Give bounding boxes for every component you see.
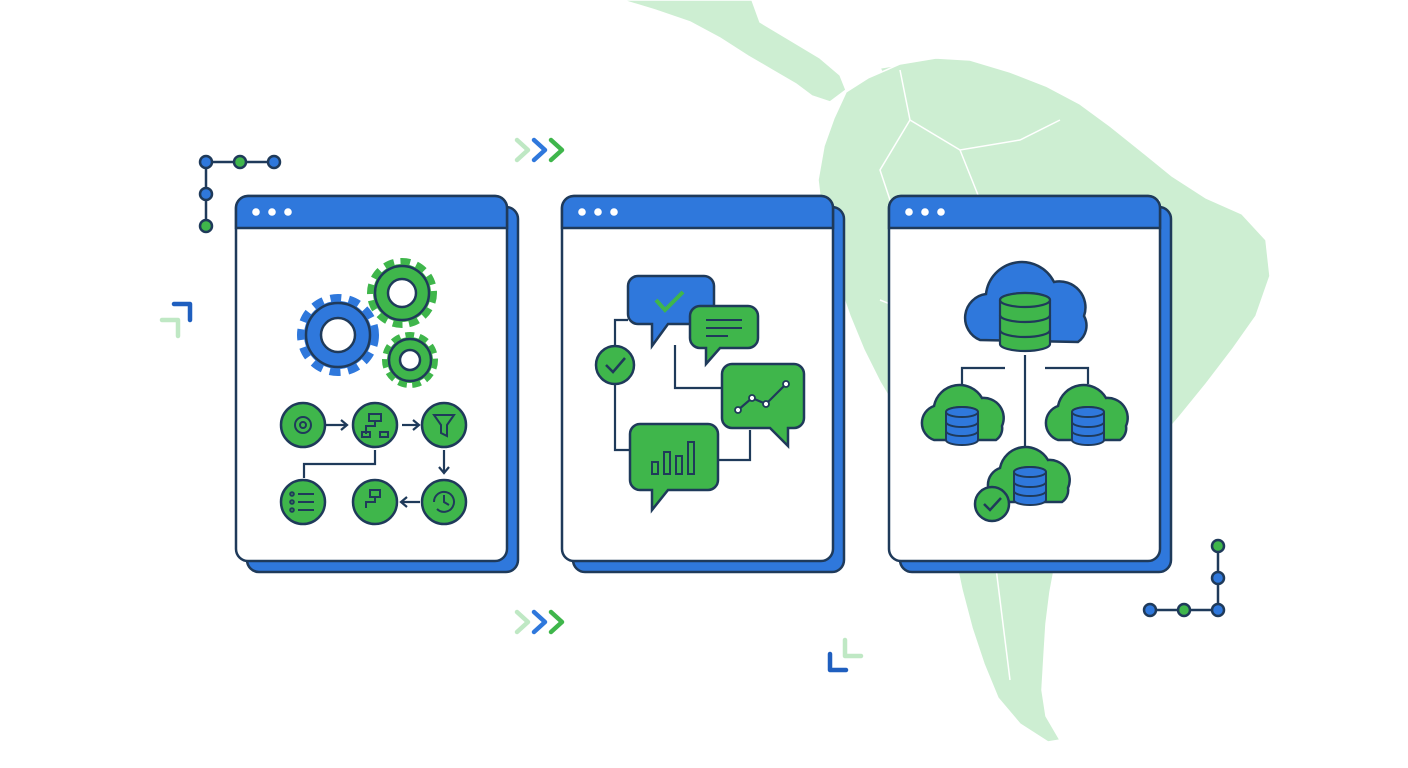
bar-chart-bubble-icon: [628, 422, 720, 514]
cloud-database-icon: [963, 260, 1088, 353]
node-connector-icon: [1142, 538, 1226, 618]
line-chart-bubble-icon: [720, 362, 806, 450]
cloud-database-icon: [1044, 383, 1129, 446]
workflow-diagram-icon: [279, 401, 468, 526]
window-dots: [578, 208, 618, 216]
chevrons-right-icon: [514, 609, 565, 635]
corner-arrow-icon: [827, 637, 864, 673]
cloud-database-icon: [986, 445, 1071, 506]
check-circle-icon: [973, 485, 1011, 523]
panel-automation: [234, 194, 520, 574]
node-connector-icon: [198, 154, 282, 234]
corner-arrow-icon: [159, 301, 193, 339]
chat-bubbles-icon: [594, 274, 806, 514]
cloud-database-icon: [920, 383, 1005, 446]
window-dots: [252, 208, 292, 216]
panel-cloud-data: [887, 194, 1173, 574]
check-bubble-icon: [626, 274, 716, 350]
text-bubble-icon: [688, 304, 760, 368]
settings-icon: [279, 401, 327, 449]
chevrons-right-icon: [514, 137, 565, 163]
window-dots: [905, 208, 945, 216]
panel-communication: [560, 194, 846, 574]
filter-icon: [420, 401, 468, 449]
check-circle-icon: [594, 344, 636, 386]
gears-icon: [297, 258, 438, 388]
